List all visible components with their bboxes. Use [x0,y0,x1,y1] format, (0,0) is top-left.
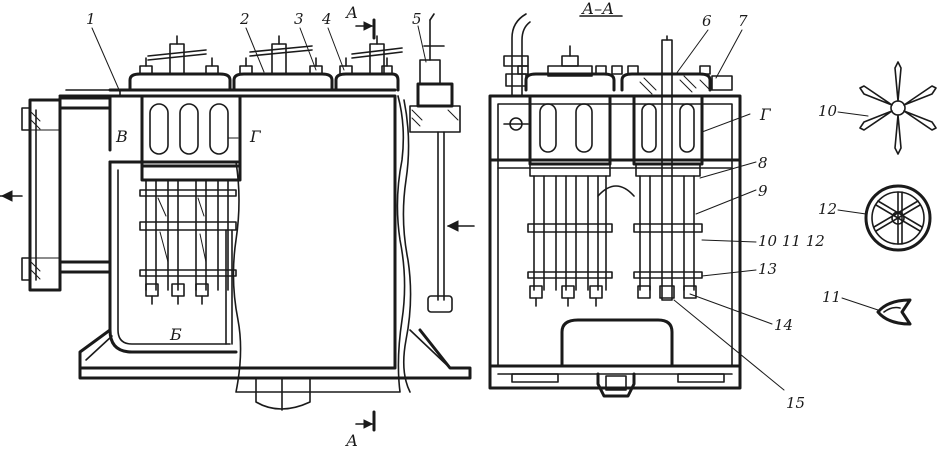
cap-label-left: Г [249,127,262,146]
callout-13: 13 [758,260,777,278]
detail-parts [837,61,937,326]
callout-9: 9 [758,182,768,200]
callout-2: 2 [239,10,250,28]
callout-8: 8 [758,154,768,172]
labels: 1 2 3 4 5 6 7 8 9 10 11 12 13 14 15 10 1… [86,0,841,450]
callout-5: 5 [412,10,422,28]
callout-15: 15 [786,394,805,412]
section-filter-left [517,45,623,307]
part-star-spacer [859,61,937,155]
callout-7: 7 [738,12,748,30]
section-filter-right [620,35,733,301]
outlet-flange [21,98,62,292]
callout-14: 14 [774,316,793,334]
chamber-label-inlet: В [115,127,128,146]
callout-3: 3 [294,10,304,28]
break-line [232,95,412,393]
lid-assembly [58,35,403,98]
part-clip [876,298,912,326]
front-leaders [91,25,427,139]
section-casing [488,94,742,398]
detail-callout-11: 11 [822,288,841,306]
detail-callout-12: 12 [818,200,837,218]
front-view [0,13,475,432]
section-view [488,13,785,398]
callout-1: 1 [86,10,96,28]
cap-handles [147,35,403,75]
cap-label-right: Г [759,105,772,124]
air-valve [409,13,461,313]
inlet-arrow [446,220,475,232]
filter-element-front [139,94,242,305]
section-marker-top: А [345,3,358,22]
casing [78,94,472,411]
section-marker-bottom: А [345,431,358,450]
detail-callout-10: 10 [818,102,838,120]
callout-4: 4 [321,10,332,28]
section-title: А–А [581,0,614,18]
section-cut-line [355,18,376,432]
part-wheel [864,184,932,252]
chamber-label-outlet: Б [169,325,182,344]
callout-10-11-12: 10 11 12 [758,232,825,250]
cap-nuts [139,57,393,75]
outlet-arrow [0,190,23,202]
filter-bottom-nuts [145,283,209,305]
callout-6: 6 [702,12,712,30]
section-leaders [673,29,785,391]
